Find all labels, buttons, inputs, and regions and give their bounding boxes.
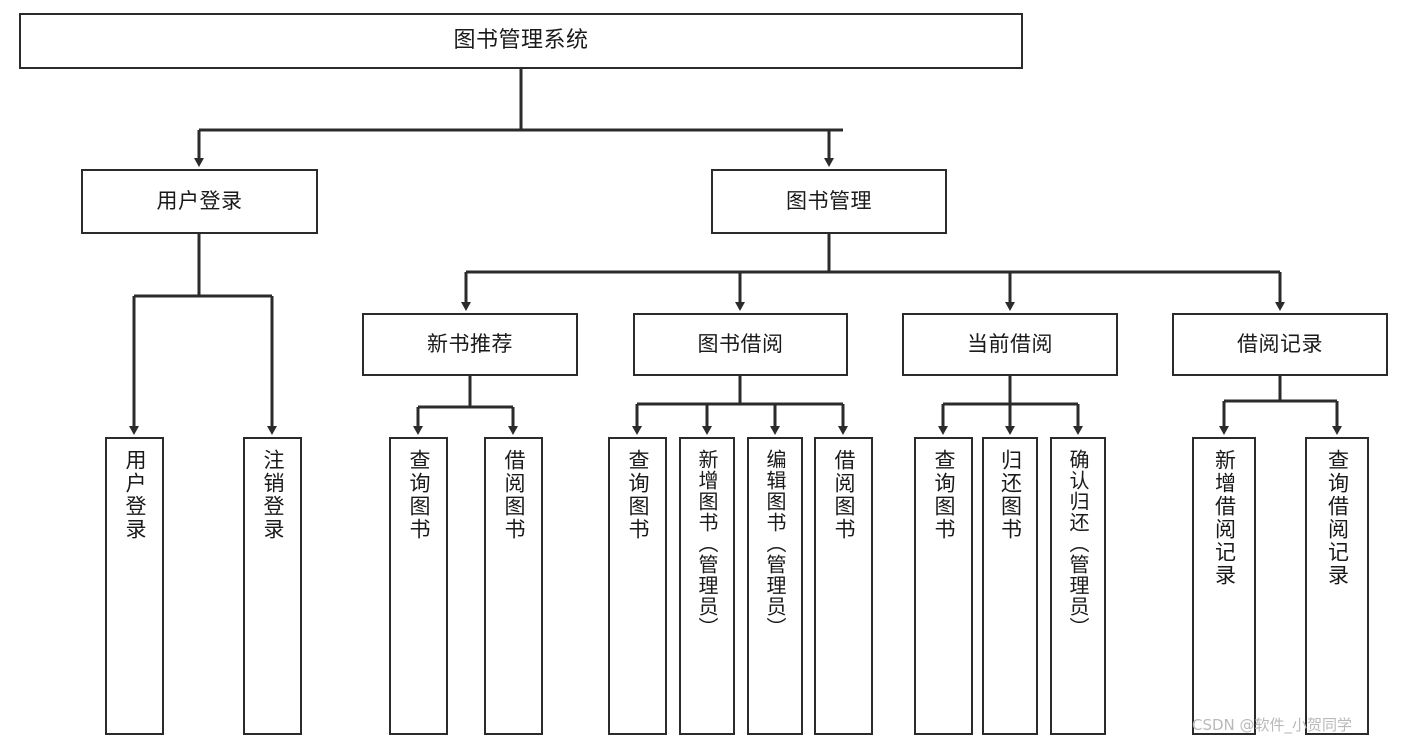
node-label: 当前借阅: [967, 331, 1053, 356]
node-label: 借阅图书: [832, 449, 856, 541]
node-new-book-recommend[interactable]: 新书推荐: [362, 313, 578, 376]
node-label: 新增借阅记录: [1212, 449, 1237, 587]
leaf-query-book-current[interactable]: 查询图书: [914, 437, 973, 735]
node-book-borrow[interactable]: 图书借阅: [633, 313, 848, 376]
leaf-add-book-admin[interactable]: 新增图书（管理员）: [679, 437, 735, 735]
leaf-add-borrow-record[interactable]: 新增借阅记录: [1192, 437, 1256, 735]
leaf-query-borrow-record[interactable]: 查询借阅记录: [1305, 437, 1369, 735]
node-label: 用户登录: [123, 449, 147, 541]
node-borrow-record[interactable]: 借阅记录: [1172, 313, 1388, 376]
node-current-borrow[interactable]: 当前借阅: [902, 313, 1118, 376]
leaf-user-login[interactable]: 用户登录: [105, 437, 164, 735]
leaf-borrow-book[interactable]: 借阅图书: [814, 437, 873, 735]
node-label: 归还图书: [998, 449, 1023, 541]
leaf-edit-book-admin[interactable]: 编辑图书（管理员）: [747, 437, 803, 735]
node-label: 注销登录: [261, 449, 285, 541]
node-label: 查询图书: [932, 449, 956, 541]
leaf-borrow-book-recommend[interactable]: 借阅图书: [484, 437, 543, 735]
node-label: 借阅记录: [1237, 331, 1323, 356]
leaf-return-book[interactable]: 归还图书: [982, 437, 1038, 735]
node-label: 用户登录: [156, 188, 243, 213]
node-label: 新增图书（管理员）: [695, 449, 719, 638]
watermark-text: CSDN @软件_小贺同学: [1192, 716, 1353, 734]
node-user-login[interactable]: 用户登录: [81, 169, 318, 234]
node-book-management[interactable]: 图书管理: [711, 169, 947, 234]
leaf-query-book-borrow[interactable]: 查询图书: [608, 437, 667, 735]
node-label: 查询借阅记录: [1325, 449, 1350, 587]
node-label: 图书管理系统: [453, 27, 589, 53]
node-label: 新书推荐: [427, 331, 513, 356]
node-label: 图书管理: [786, 188, 872, 213]
leaf-query-book-recommend[interactable]: 查询图书: [389, 437, 448, 735]
node-label: 查询图书: [626, 449, 650, 541]
node-label: 编辑图书（管理员）: [763, 449, 787, 638]
leaf-confirm-return-admin[interactable]: 确认归还（管理员）: [1050, 437, 1106, 735]
node-root-system[interactable]: 图书管理系统: [19, 13, 1023, 69]
node-label: 图书借阅: [697, 331, 784, 356]
node-label: 借阅图书: [502, 449, 526, 541]
leaf-logout-login[interactable]: 注销登录: [243, 437, 302, 735]
node-label: 查询图书: [407, 449, 431, 541]
node-label: 确认归还（管理员）: [1066, 449, 1090, 638]
